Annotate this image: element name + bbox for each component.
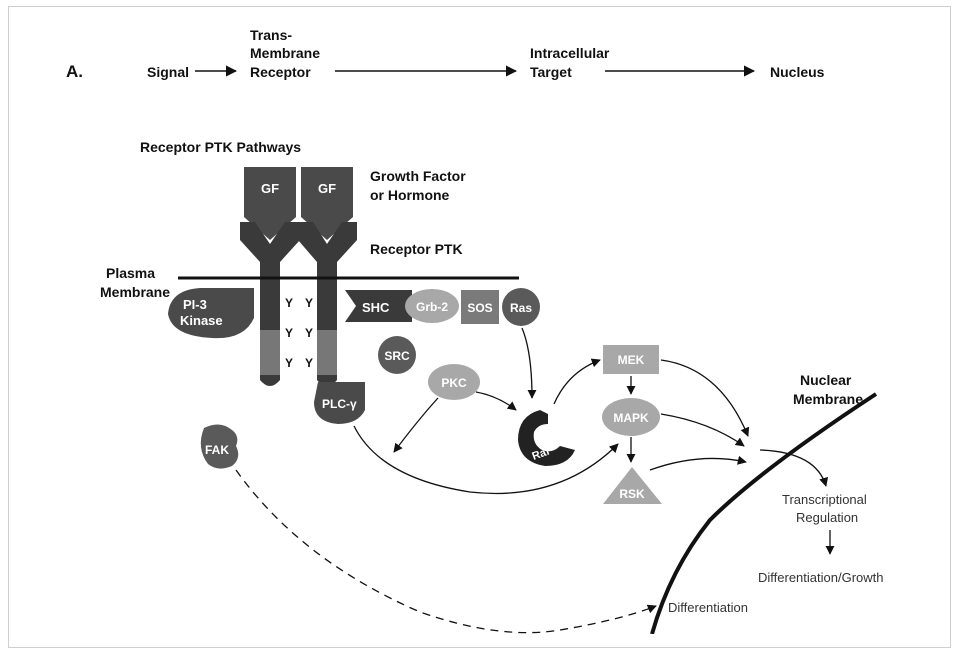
pathways-title: Receptor PTK Pathways <box>140 139 301 155</box>
diagram-frame <box>8 6 951 648</box>
pkc-label: PKC <box>441 376 467 390</box>
mek-label: MEK <box>618 353 645 367</box>
fak-node <box>200 424 239 469</box>
differentiation-label: Differentiation <box>668 600 748 615</box>
nuclear-membrane-label-1: Nuclear <box>800 372 852 388</box>
flow-nucleus: Nucleus <box>770 64 825 80</box>
panel-letter: A. <box>66 62 83 81</box>
rsk-label: RSK <box>619 487 645 501</box>
raf-label: Raf <box>531 445 552 462</box>
mapk-node <box>602 398 660 436</box>
y-site-6: Y <box>305 356 313 370</box>
y-site-4: Y <box>305 326 313 340</box>
flow-receptor-line2: Membrane <box>250 45 320 61</box>
flow-receptor-line1: Trans- <box>250 27 292 43</box>
arrow-rsk-nucleus <box>649 455 747 471</box>
mek-node <box>603 345 659 374</box>
y-site-1: Y <box>285 296 293 310</box>
arrow-plc-mapk <box>353 425 619 495</box>
flow-target-line1: Intracellular <box>530 45 610 61</box>
grb2-label: Grb-2 <box>416 300 448 314</box>
arrow-to-transcription <box>759 449 829 487</box>
shc-label: SHC <box>362 300 390 315</box>
ras-node <box>502 288 540 326</box>
sos-label: SOS <box>467 301 492 315</box>
arrow-pkc-down <box>393 397 439 453</box>
y-site-5: Y <box>285 356 293 370</box>
ras-label: Ras <box>510 301 532 315</box>
y-site-3: Y <box>285 326 293 340</box>
receptor-ptk-1-tail <box>260 330 280 375</box>
arrow-pkc-raf <box>475 391 517 411</box>
mapk-label: MAPK <box>613 411 649 425</box>
nuclear-membrane-label-2: Membrane <box>793 391 863 407</box>
receptor-ptk-2-tail <box>317 330 337 375</box>
growth-factor-label-2: or Hormone <box>370 187 450 203</box>
plasma-membrane-label-1: Plasma <box>106 265 155 281</box>
src-label: SRC <box>384 349 410 363</box>
differentiation-growth-label: Differentiation/Growth <box>758 570 884 585</box>
plasma-membrane-label-2: Membrane <box>100 284 170 300</box>
arrow-fak-dashed <box>235 469 657 634</box>
receptor-ptk-1 <box>240 222 300 386</box>
growth-factor-shape-2 <box>301 167 353 240</box>
flow-receptor-line3: Receptor <box>250 64 311 80</box>
fak-label: FAK <box>205 443 229 457</box>
shc-node <box>345 290 412 322</box>
y-site-2: Y <box>305 296 313 310</box>
growth-factor-shape-1 <box>244 167 296 240</box>
signaling-diagram: A. Signal Trans- Membrane Receptor Intra… <box>66 27 884 634</box>
arrow-mek-nucleus <box>660 359 750 437</box>
src-node <box>378 336 416 374</box>
pi3-kinase-node <box>168 288 254 339</box>
rsk-node <box>603 467 662 504</box>
sos-node <box>461 290 499 324</box>
gf-label-2: GF <box>318 181 336 196</box>
pi3-label-2: Kinase <box>180 313 223 328</box>
receptor-ptk-label: Receptor PTK <box>370 241 463 257</box>
gf-label-1: GF <box>261 181 279 196</box>
transcriptional-label-1: Transcriptional <box>782 492 867 507</box>
raf-node <box>518 410 575 466</box>
receptor-ptk-2 <box>298 222 357 386</box>
arrow-mapk-nucleus <box>660 413 745 447</box>
growth-factor-label-1: Growth Factor <box>370 168 466 184</box>
nuclear-membrane-curve <box>650 392 878 634</box>
pi3-label-1: PI-3 <box>183 297 207 312</box>
flow-target-line2: Target <box>530 64 572 80</box>
arrow-ras-raf <box>521 327 537 399</box>
pkc-node <box>428 364 480 400</box>
transcriptional-label-2: Regulation <box>796 510 858 525</box>
plc-gamma-node <box>314 382 365 424</box>
arrow-raf-mek <box>553 358 601 405</box>
grb2-node <box>405 289 459 323</box>
plc-label: PLC-γ <box>322 397 357 411</box>
flow-signal: Signal <box>147 64 189 80</box>
